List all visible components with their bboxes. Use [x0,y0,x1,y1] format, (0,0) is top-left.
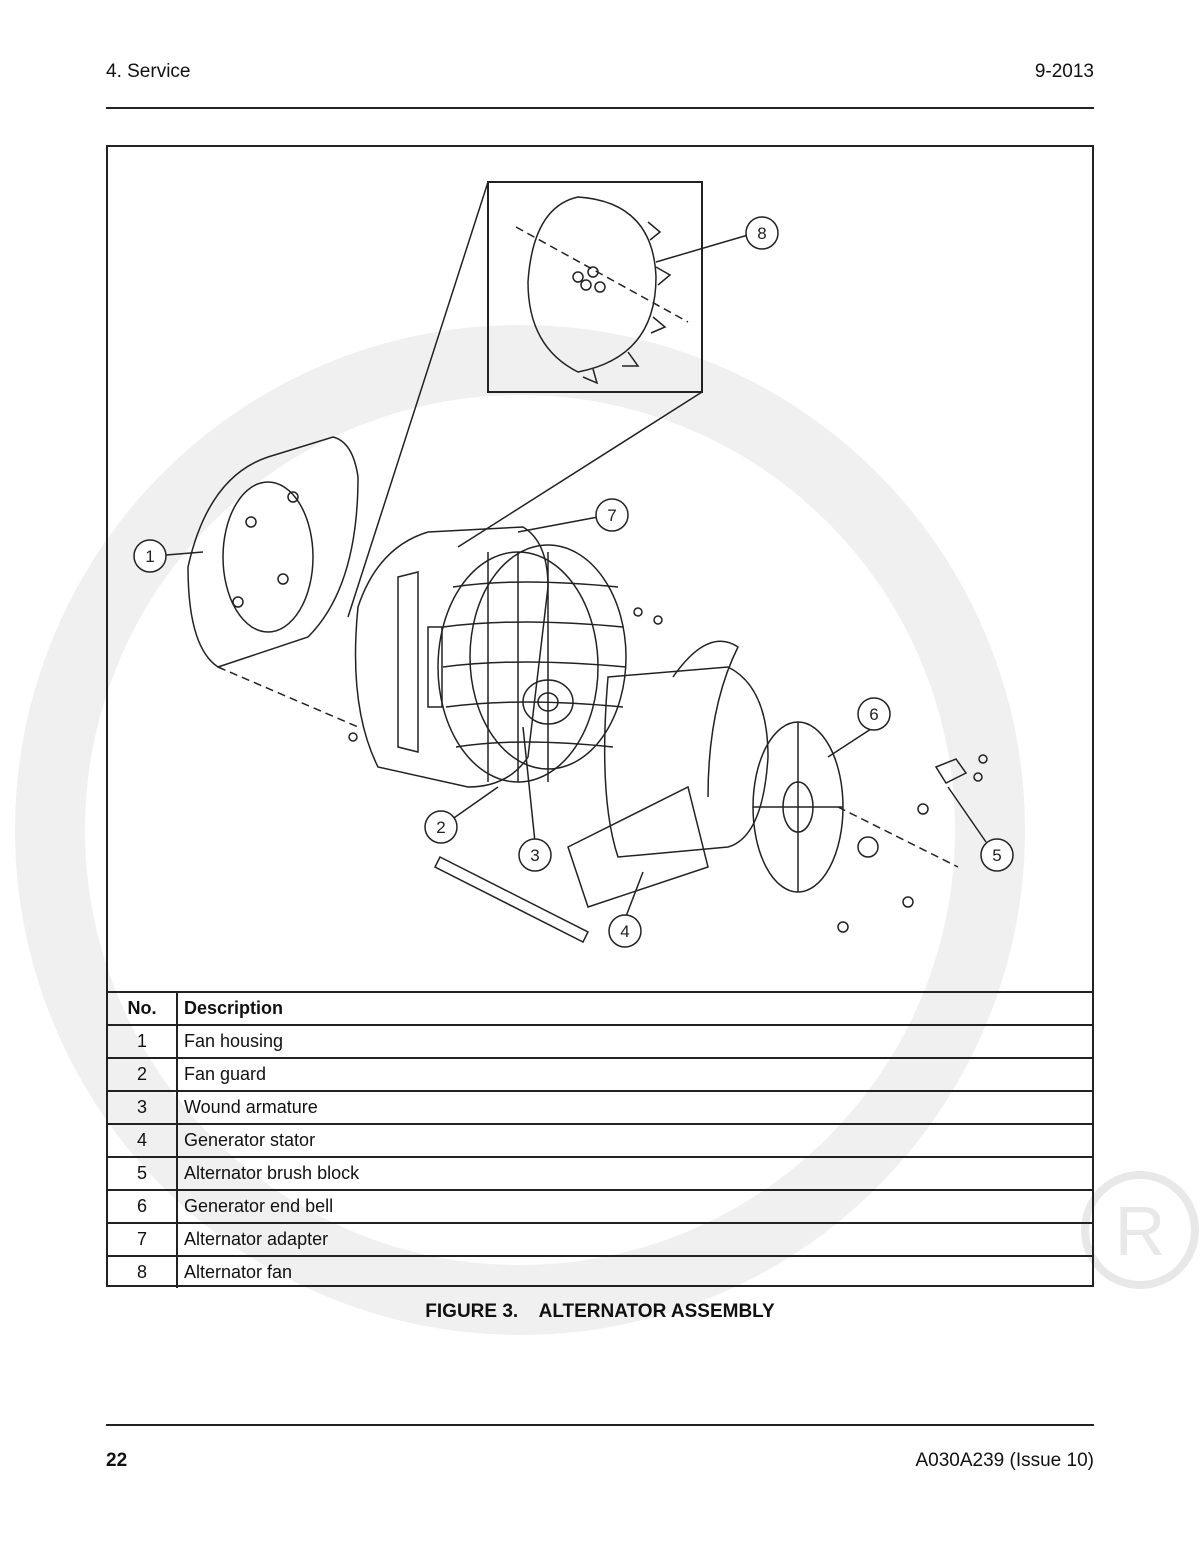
page-number: 22 [106,1450,128,1471]
part-description: Alternator brush block [177,1156,1092,1190]
table-row: 7 Alternator adapter [108,1222,1092,1256]
callout-6: 6 [857,697,891,731]
part-number: 8 [108,1255,178,1288]
document-id: A030A239 (Issue 10) [915,1450,1094,1471]
alternator-adapter-shape [354,526,549,788]
part-description: Generator end bell [177,1189,1092,1223]
column-header-description: Description [177,991,1092,1025]
generator-stator-shape [603,666,769,858]
brush-block-shape [934,758,968,784]
table-row: 5 Alternator brush block [108,1156,1092,1190]
part-number: 5 [108,1156,178,1190]
table-row: 3 Wound armature [108,1090,1092,1124]
callout-8: 8 [745,216,779,250]
table-row: 4 Generator stator [108,1123,1092,1157]
table-row: 1 Fan housing [108,1024,1092,1058]
part-number: 2 [108,1057,178,1091]
part-number: 6 [108,1189,178,1223]
table-header-row: No. Description [108,991,1092,1025]
svg-text:4: 4 [620,922,629,941]
part-description: Generator stator [177,1123,1092,1157]
svg-text:5: 5 [992,846,1001,865]
part-number: 3 [108,1090,178,1124]
part-description: Wound armature [177,1090,1092,1124]
part-description: Alternator fan [177,1255,1092,1288]
callout-3: 3 [518,838,552,872]
figure-frame: 1 2 3 4 5 6 7 [106,145,1094,1288]
fan-housing-shape [187,436,359,668]
part-number: 1 [108,1024,178,1058]
part-description: Fan guard [177,1057,1092,1091]
header-rule [106,107,1094,109]
callout-1: 1 [133,539,167,573]
part-description: Fan housing [177,1024,1092,1058]
svg-text:7: 7 [607,506,616,525]
svg-text:6: 6 [869,705,878,724]
figure-caption: FIGURE 3. ALTERNATOR ASSEMBLY [425,1301,775,1322]
callout-5: 5 [980,838,1014,872]
revision-date: 9-2013 [1034,61,1094,82]
section-title: 4. Service [106,61,191,82]
callout-2: 2 [424,810,458,844]
table-row: 6 Generator end bell [108,1189,1092,1223]
svg-text:8: 8 [757,224,766,243]
svg-text:2: 2 [436,818,445,837]
part-description: Alternator adapter [177,1222,1092,1256]
part-number: 4 [108,1123,178,1157]
column-header-no: No. [108,991,178,1025]
callout-7: 7 [595,498,629,532]
svg-text:R: R [1115,1192,1166,1270]
callout-4: 4 [608,914,642,948]
svg-text:1: 1 [145,547,154,566]
table-row: 8 Alternator fan [108,1255,1092,1288]
table-row: 2 Fan guard [108,1057,1092,1091]
fan-detail-inset [487,181,703,393]
alternator-exploded-drawing: 1 2 3 4 5 6 7 [133,181,1014,948]
shaft-stud-shape [433,855,590,944]
parts-table: No. Description 1 Fan housing 2 Fan guar… [108,991,1092,1288]
part-number: 7 [108,1222,178,1256]
wound-armature-shape [522,679,574,725]
footer-rule [106,1424,1094,1426]
svg-text:3: 3 [530,846,539,865]
alternator-fan-shape [527,196,657,373]
